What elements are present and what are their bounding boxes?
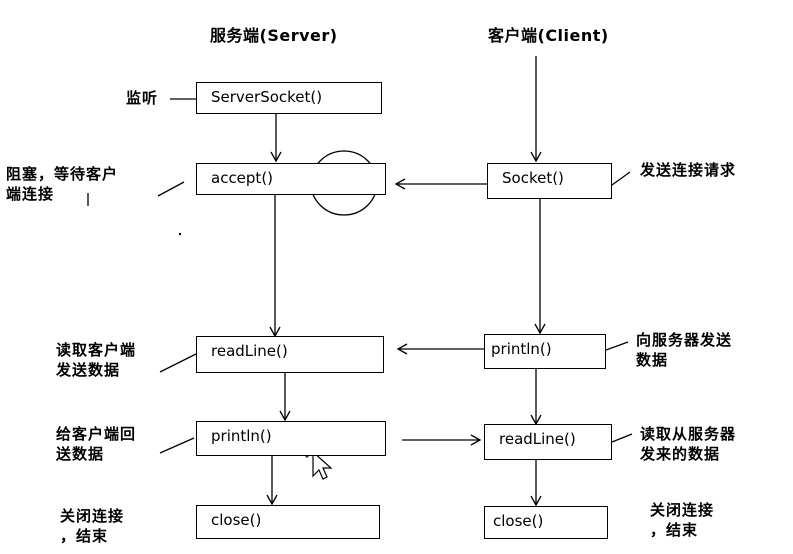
note-client-close-line2: ，结束 <box>650 521 699 539</box>
leader-request <box>611 171 631 186</box>
leader-read <box>159 353 197 373</box>
note-reply: 给客户端回 送数据 <box>56 424 136 464</box>
note-client-close-line1: 关闭连接 <box>650 501 715 519</box>
server-serversocket-box: ServerSocket() <box>196 82 382 114</box>
note-reply-line1: 给客户端回 <box>56 425 137 443</box>
note-recv-line1: 读取从服务器 <box>640 425 737 443</box>
server-header: 服务端(Server) <box>210 26 338 45</box>
note-request: 发送连接请求 <box>640 161 737 179</box>
note-client-close: 关闭连接 ，结束 <box>650 500 714 540</box>
server-close-box: close() <box>196 505 380 539</box>
note-server-close: 关闭连接 ，结束 <box>60 506 124 546</box>
server-println-box: println() <box>196 421 386 456</box>
client-socket-box: Socket() <box>487 163 612 199</box>
note-block-line1: 阻塞，等待客户 <box>6 165 119 183</box>
leader-block <box>157 181 185 197</box>
leader-reply <box>159 437 195 454</box>
note-block: 阻塞，等待客户 端连接 <box>6 164 118 204</box>
note-send: 向服务器发送 数据 <box>636 330 732 370</box>
note-send-line1: 向服务器发送 <box>636 331 733 349</box>
mouse-cursor-icon <box>305 450 333 480</box>
note-read: 读取客户端 发送数据 <box>56 340 136 380</box>
note-reply-line2: 送数据 <box>56 445 105 463</box>
leader-send <box>605 341 629 351</box>
client-println-box: println() <box>484 334 606 369</box>
client-close-box: close() <box>484 506 608 539</box>
server-readline-box: readLine() <box>196 336 384 373</box>
note-recv: 读取从服务器 发来的数据 <box>640 424 736 464</box>
note-block-line2: 端连接 <box>6 185 55 203</box>
server-accept-box: accept() <box>196 163 386 195</box>
note-read-line1: 读取客户端 <box>56 341 137 359</box>
note-server-close-line1: 关闭连接 <box>60 507 125 525</box>
note-recv-line2: 发来的数据 <box>640 445 721 463</box>
note-server-close-line2: ，结束 <box>60 527 109 545</box>
note-send-line2: 数据 <box>636 351 669 369</box>
note-read-line2: 发送数据 <box>56 361 121 379</box>
client-readline-box: readLine() <box>484 424 612 460</box>
leader-recv <box>611 433 633 443</box>
note-listen: 监听 <box>126 89 159 107</box>
client-header: 客户端(Client) <box>488 26 609 45</box>
stray-dot <box>178 232 182 236</box>
